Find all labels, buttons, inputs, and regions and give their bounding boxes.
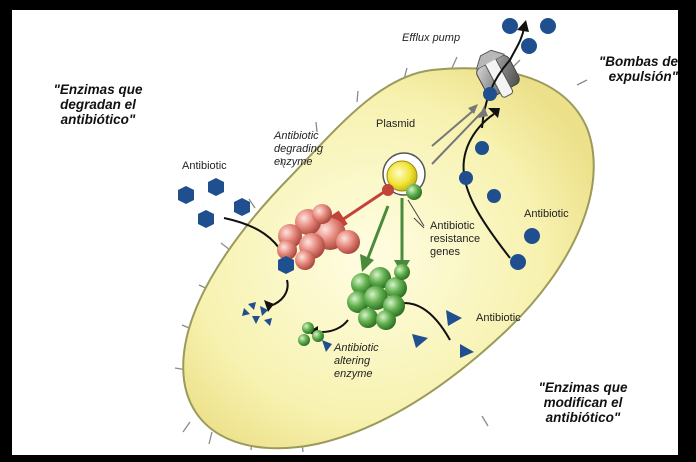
degrading-enzyme-label-line2: degrading: [274, 143, 323, 156]
resistance-genes-label-line3: genes: [430, 246, 480, 259]
altering-enzyme-label: Antibiotic altering enzyme: [334, 342, 379, 381]
annotation-expel: "Bombas de expulsión": [568, 54, 678, 84]
antibiotic-label-right: Antibiotic: [524, 208, 569, 221]
annotation-modify-line1: "Enzimas que: [518, 380, 648, 395]
resistance-genes-label: Antibiotic resistance genes: [430, 220, 480, 259]
antibiotic-label-bottom: Antibiotic: [476, 312, 521, 325]
degrading-enzyme-label: Antibiotic degrading enzyme: [274, 130, 323, 169]
degrading-enzyme-label-line1: Antibiotic: [274, 130, 323, 143]
resistance-genes-label-line2: resistance: [430, 233, 480, 246]
annotation-expel-line2: expulsión": [568, 69, 678, 84]
plasmid-label: Plasmid: [376, 118, 415, 131]
efflux-pump-label: Efflux pump: [402, 32, 460, 45]
altering-enzyme-label-line2: altering: [334, 355, 379, 368]
annotation-degrade: "Enzimas que degradan el antibiótico": [38, 82, 158, 127]
annotation-degrade-line3: antibiótico": [38, 112, 158, 127]
annotation-expel-line1: "Bombas de: [568, 54, 678, 69]
plasmid: [382, 153, 425, 200]
diagram-canvas: Efflux pump Plasmid Antibiotic Antibioti…: [12, 10, 678, 455]
annotation-modify: "Enzimas que modifican el antibiótico": [518, 380, 648, 425]
annotation-degrade-line1: "Enzimas que: [38, 82, 158, 97]
annotation-modify-line2: modifican el: [518, 395, 648, 410]
annotation-modify-line3: antibiótico": [518, 410, 648, 425]
antibiotic-label-left: Antibiotic: [182, 160, 227, 173]
annotation-degrade-line2: degradan el: [38, 97, 158, 112]
altering-enzyme-label-line1: Antibiotic: [334, 342, 379, 355]
degrading-enzyme-label-line3: enzyme: [274, 156, 323, 169]
resistance-genes-label-line1: Antibiotic: [430, 220, 480, 233]
altering-enzyme-label-line3: enzyme: [334, 368, 379, 381]
